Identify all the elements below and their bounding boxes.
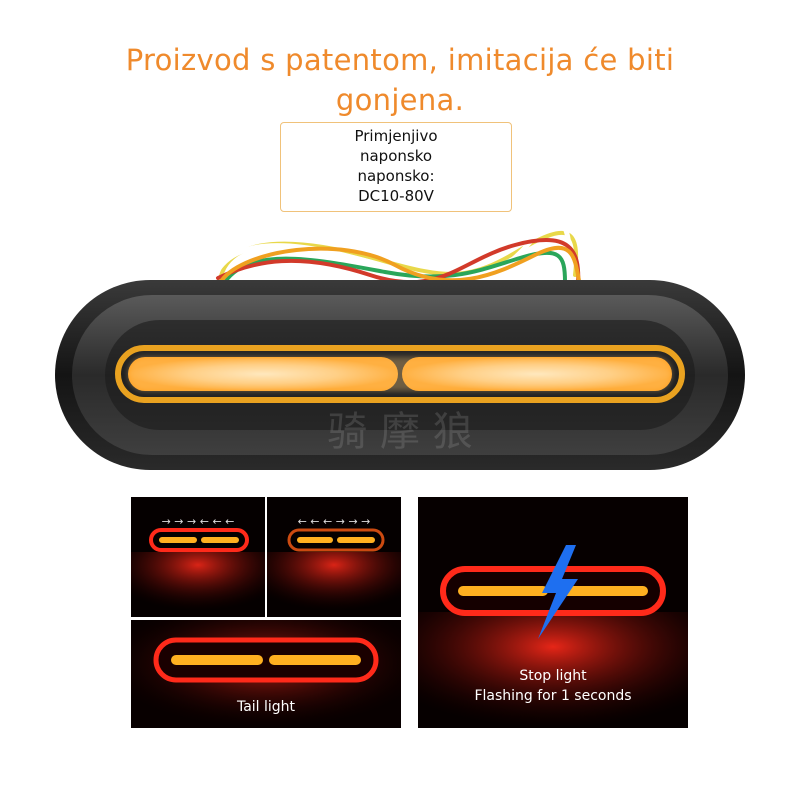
watermark-text: 骑 摩 狼 [327, 409, 472, 455]
voltage-line-2: naponsko [359, 147, 433, 165]
voltage-info-box: Primjenjivo naponsko naponsko: DC10-80V [280, 122, 512, 212]
headline: Proizvod s patentom, imitacija će biti g… [100, 40, 700, 120]
lightning-bolt-icon [538, 545, 578, 639]
panel-sequential-left: → → → ← ← ← [131, 497, 265, 617]
sequential-left-image: → → → ← ← ← [131, 497, 265, 617]
voltage-line-3: naponsko: [357, 167, 435, 185]
sequential-arrows-right: ← ← ← → → → [298, 515, 371, 528]
panel-tail-light: Tail light [131, 620, 401, 728]
sequential-right-image: ← ← ← → → → [267, 497, 401, 617]
panel-sequential-right: ← ← ← → → → [267, 497, 401, 617]
stop-light-caption-1: Stop light [519, 668, 587, 684]
voltage-line-1: Primjenjivo [354, 127, 438, 145]
product-photo: 骑 摩 狼 [50, 219, 750, 480]
headline-line-2: gonjena. [335, 83, 465, 117]
led-tail-light-image: 骑 摩 狼 [55, 219, 745, 470]
panel-stop-light: Stop light Flashing for 1 seconds [418, 497, 688, 728]
voltage-line-4: DC10-80V [358, 187, 434, 205]
stop-light-caption-2: Flashing for 1 seconds [474, 688, 632, 704]
sequential-arrows-left: → → → ← ← ← [162, 515, 235, 528]
tail-light-caption: Tail light [236, 699, 296, 715]
tail-light-image [131, 620, 401, 728]
headline-line-1: Proizvod s patentom, imitacija će biti [125, 43, 675, 77]
stop-light-image [418, 497, 688, 728]
